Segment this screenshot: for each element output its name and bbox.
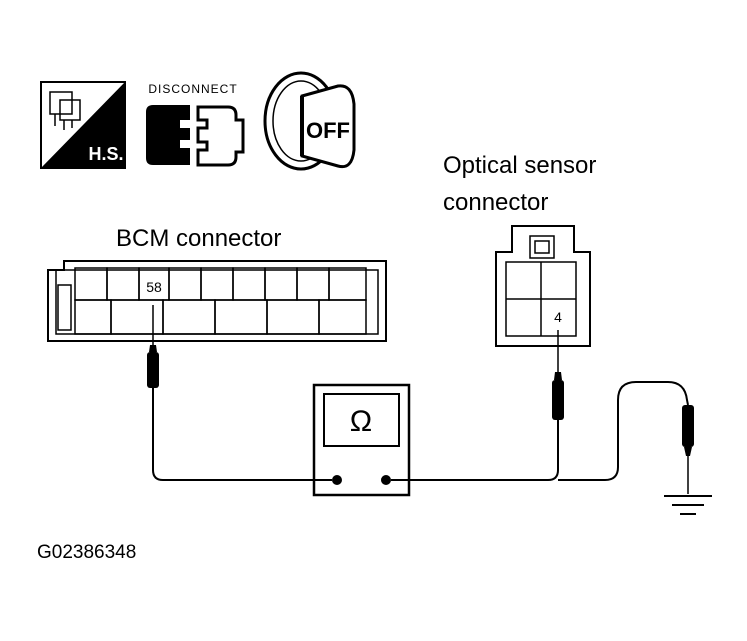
meter-terminal-left xyxy=(332,475,342,485)
ohmmeter: Ω xyxy=(312,383,411,497)
ground-probe-wire xyxy=(558,381,689,481)
sensor-probe-wire xyxy=(391,420,559,481)
ohm-symbol: Ω xyxy=(350,405,372,438)
disconnect-icon: DISCONNECT xyxy=(146,82,245,167)
optical-sensor-connector: 4 xyxy=(495,225,591,347)
bcm-connector-title: BCM connector xyxy=(116,225,281,252)
harness-hs-icon: H.S. xyxy=(40,81,126,169)
ground-probe xyxy=(682,405,694,494)
bcm-probe xyxy=(147,305,159,388)
meter-terminal-right xyxy=(381,475,391,485)
sensor-pin-label: 4 xyxy=(554,309,562,325)
ground-symbol-icon xyxy=(664,495,712,515)
bcm-probe-wire xyxy=(152,385,332,481)
disconnect-label: DISCONNECT xyxy=(148,82,237,96)
bcm-connector: 58 xyxy=(47,260,387,342)
ignition-off-label: OFF xyxy=(306,118,350,143)
sensor-probe xyxy=(552,330,564,420)
sensor-connector-title-line1: Optical sensor xyxy=(443,152,596,179)
sensor-connector-title-line2: connector xyxy=(443,189,548,216)
bcm-pin-label: 58 xyxy=(146,279,162,295)
ignition-off-icon: OFF xyxy=(263,71,356,171)
hs-label: H.S. xyxy=(88,144,123,164)
figure-id: G02386348 xyxy=(37,542,136,563)
